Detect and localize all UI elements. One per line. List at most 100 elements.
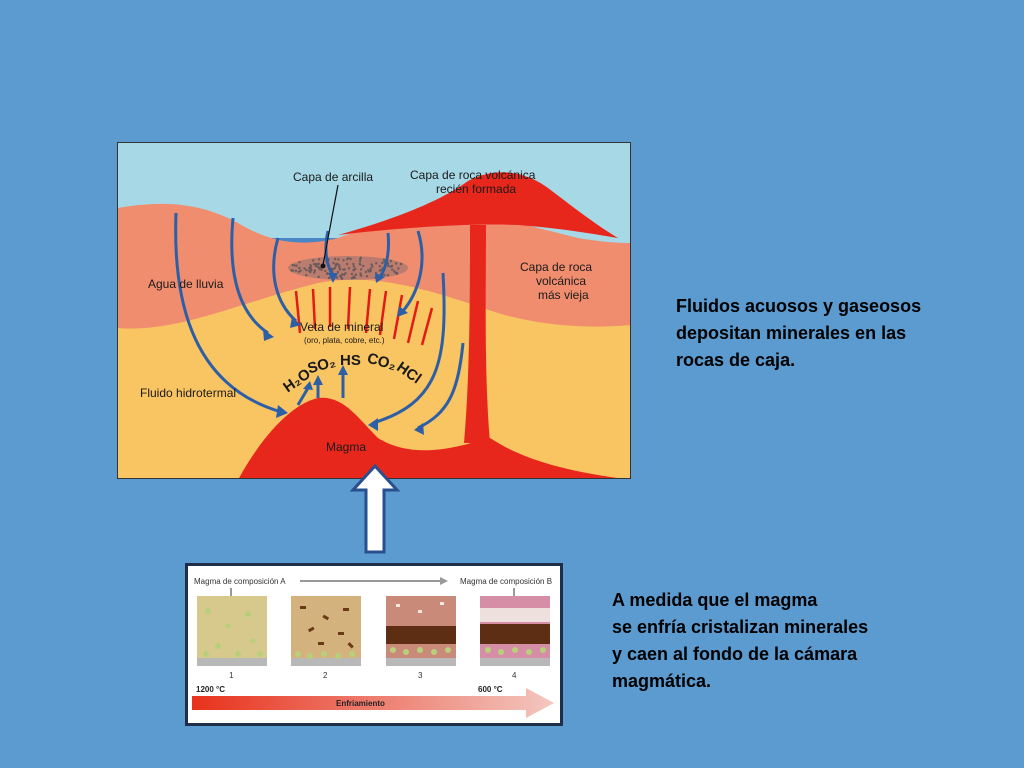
clay-particle bbox=[375, 262, 378, 265]
clay-particle bbox=[354, 273, 358, 276]
clay-particle bbox=[341, 273, 344, 276]
clay-particle bbox=[342, 268, 345, 271]
label-magma-a: Magma de composición A bbox=[194, 577, 286, 586]
clay-particle bbox=[395, 262, 398, 265]
clay-particle bbox=[371, 265, 374, 268]
clay-particle bbox=[345, 262, 349, 266]
gas-so2: SO₂ bbox=[306, 354, 338, 378]
clay-particle bbox=[313, 269, 317, 272]
clay-particle bbox=[359, 272, 362, 275]
arrow-heads bbox=[263, 273, 424, 435]
panel-number: 4 bbox=[512, 671, 517, 680]
label-clay-layer: Capa de arcilla bbox=[293, 170, 373, 184]
clay-particle bbox=[349, 257, 352, 261]
clay-particle bbox=[305, 269, 308, 272]
clay-particle bbox=[295, 264, 298, 267]
text-cooling: A medida que el magma se enfría cristali… bbox=[612, 587, 942, 695]
clay-layer bbox=[288, 256, 408, 280]
clay-particle bbox=[399, 262, 403, 266]
text-cooling-line: se enfría cristalizan minerales bbox=[612, 617, 869, 637]
clay-particle bbox=[370, 263, 373, 266]
clay-particle bbox=[387, 264, 390, 268]
label-old-volcanic-3: más vieja bbox=[538, 288, 589, 302]
clay-particle bbox=[327, 276, 331, 280]
clay-particle bbox=[325, 272, 329, 276]
clay-particle bbox=[378, 265, 381, 268]
cooling-label: Enfriamiento bbox=[336, 699, 385, 708]
clay-particle bbox=[332, 261, 335, 265]
clay-particle bbox=[364, 270, 368, 274]
clay-particle bbox=[298, 261, 301, 264]
clay-particle bbox=[335, 276, 339, 279]
clay-particle bbox=[311, 259, 315, 262]
clay-particle bbox=[381, 261, 384, 265]
clay-particle bbox=[389, 259, 392, 263]
text-cooling-line: magmática. bbox=[612, 671, 712, 691]
panel-1 bbox=[197, 596, 267, 666]
clay-particle bbox=[294, 269, 298, 272]
clay-particle bbox=[340, 277, 344, 280]
mineral-veins bbox=[294, 286, 434, 346]
clay-particle bbox=[359, 257, 362, 261]
clay-particle bbox=[397, 267, 400, 270]
clay-particle bbox=[313, 271, 316, 274]
clay-particle bbox=[317, 262, 320, 266]
text-fluids: Fluidos acuosos y gaseosos depositan min… bbox=[676, 293, 976, 374]
clay-particle bbox=[312, 262, 316, 266]
clay-particle bbox=[360, 268, 363, 271]
clay-particle bbox=[390, 264, 394, 268]
label-old-volcanic-1: Capa de roca bbox=[520, 260, 592, 274]
lower-rock-layer bbox=[118, 279, 630, 478]
panel-number: 1 bbox=[229, 671, 234, 680]
temp-end: 600 °C bbox=[478, 685, 503, 694]
clay-particle bbox=[354, 267, 357, 270]
text-cooling-line: y caen al fondo de la cámara bbox=[612, 644, 858, 664]
clay-particle bbox=[308, 266, 311, 270]
clay-particle bbox=[317, 267, 321, 270]
clay-particle bbox=[352, 262, 355, 266]
panel-4 bbox=[480, 596, 550, 666]
clay-particle bbox=[317, 265, 320, 268]
cooling-arrow bbox=[192, 688, 554, 718]
clay-particle bbox=[342, 259, 345, 262]
text-cooling-line: A medida que el magma bbox=[612, 590, 818, 610]
clay-pointer-dot bbox=[320, 263, 326, 269]
clay-particle bbox=[336, 262, 339, 266]
label-magma-b: Magma de composición B bbox=[460, 577, 552, 586]
clay-particle bbox=[362, 264, 365, 268]
clay-particle bbox=[352, 268, 355, 272]
clay-particle bbox=[347, 257, 350, 260]
clay-particle bbox=[383, 273, 386, 277]
clay-particle bbox=[382, 258, 386, 261]
magma-chamber bbox=[239, 397, 618, 478]
clay-particle bbox=[336, 270, 340, 274]
clay-particle bbox=[317, 275, 320, 279]
panel-number: 3 bbox=[418, 671, 423, 680]
clay-particle bbox=[337, 258, 340, 261]
new-volcanic-layer bbox=[338, 172, 618, 238]
clay-particle bbox=[339, 275, 342, 278]
clay-particle bbox=[358, 262, 361, 266]
clay-particle bbox=[359, 274, 363, 277]
panel-number: 2 bbox=[323, 671, 328, 680]
label-hydrothermal: Fluido hidrotermal bbox=[140, 386, 236, 400]
text-fluids-line: rocas de caja. bbox=[676, 350, 796, 370]
clay-particle bbox=[352, 265, 356, 268]
label-rain-water: Agua de lluvia bbox=[148, 277, 224, 291]
clay-particle bbox=[338, 268, 342, 271]
label-vein: Veta de mineral bbox=[300, 320, 383, 334]
label-vein-note: (oro, plata, cobre, etc.) bbox=[304, 336, 385, 345]
clay-particle bbox=[298, 266, 301, 270]
clay-pointer bbox=[322, 184, 339, 266]
clay-particle bbox=[347, 267, 351, 270]
label-old-volcanic-2: volcánica bbox=[536, 274, 586, 288]
gas-hs: HS bbox=[340, 352, 361, 369]
clay-particle bbox=[314, 265, 318, 268]
volcanic-conduit bbox=[464, 225, 490, 443]
clay-particle bbox=[324, 269, 327, 273]
clay-particle bbox=[358, 260, 362, 263]
clay-particle bbox=[352, 275, 355, 278]
gas-co2: CO₂ bbox=[365, 350, 398, 374]
clay-particle bbox=[393, 270, 396, 273]
